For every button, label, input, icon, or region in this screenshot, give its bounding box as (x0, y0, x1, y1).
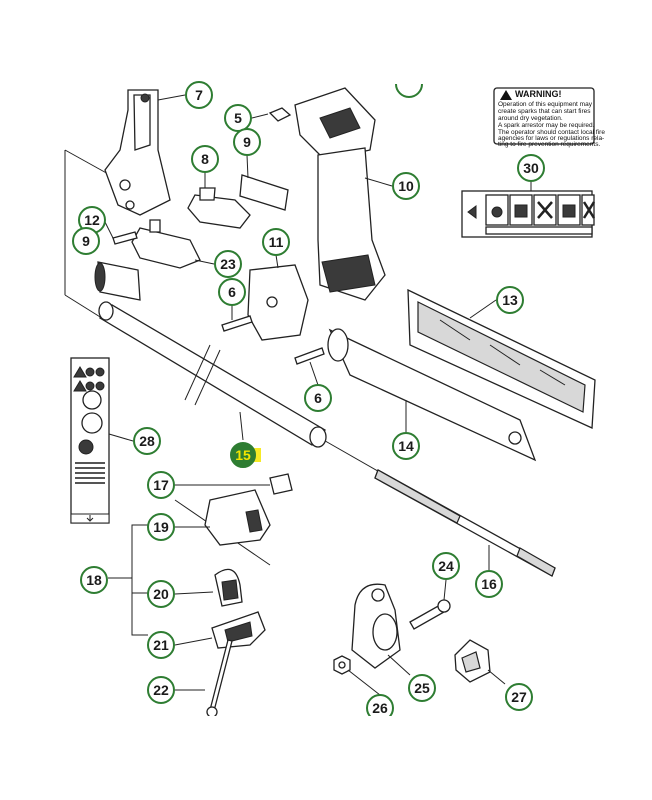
callout-7: 7 (185, 81, 213, 109)
callout-9: 9 (233, 128, 261, 156)
callout-label: 17 (153, 477, 169, 493)
callout-label: 18 (86, 572, 102, 588)
callout-27: 27 (505, 683, 533, 711)
part-9-clip (239, 174, 289, 211)
part-6-screw-a (221, 315, 253, 332)
callout-25: 25 (408, 674, 436, 702)
warning-line: agencies for laws or regulations rela- (498, 135, 604, 142)
callout-5: 5 (224, 104, 252, 132)
warning-line: around dry vegetation. (498, 115, 563, 122)
part-10-throttle-housing (294, 87, 386, 301)
callout-19: 19 (147, 513, 175, 541)
part-14-housing (327, 328, 537, 462)
callout-17: 17 (147, 471, 175, 499)
part-17-cap (269, 473, 293, 495)
part-25-mount (351, 583, 401, 669)
part-20-bracket (214, 568, 243, 607)
callouts: 7 5 9 8 10 12 9 11 23 6 13 6 14 28 15 17… (72, 81, 545, 722)
part-7-handle-bracket (104, 89, 171, 216)
leader-lines (104, 94, 532, 696)
part-30-decal (461, 190, 596, 238)
callout-9: 9 (72, 227, 100, 255)
warning-line: A spark arrestor may be required. (498, 122, 595, 129)
callout-10: 10 (392, 172, 420, 200)
callout-label: 6 (314, 390, 322, 406)
callout-label: 23 (220, 256, 236, 272)
part-21-clamp-half (211, 611, 266, 649)
callout-label: 11 (269, 234, 284, 250)
warning-line: Operation of this equipment may (498, 101, 593, 108)
callout-6: 6 (218, 278, 246, 306)
part-16-drive-shaft (374, 469, 556, 577)
part-12-screw (112, 231, 138, 245)
part-15-shaft-tube (98, 301, 327, 448)
part-18-bracket-lines (108, 524, 148, 636)
callout-18: 18 (80, 566, 108, 594)
callout-label: 7 (195, 87, 203, 103)
warning-line: create sparks that can start fires (498, 108, 591, 115)
callout-label: 12 (84, 212, 100, 228)
callout-15-highlighted: 15 (230, 442, 261, 468)
callout-label: 28 (139, 433, 155, 449)
callout-label: 9 (82, 233, 90, 249)
callout-label: 27 (511, 689, 527, 705)
callout-label: 30 (523, 160, 539, 176)
part-13-housing (407, 288, 596, 429)
callout-12: 12 (78, 206, 106, 234)
warning-line: The operator should contact local fire (498, 129, 605, 136)
warning-line: ting to fire prevention requirements. (498, 141, 600, 148)
callout-label: 26 (372, 700, 388, 716)
callout-label: 5 (234, 110, 242, 126)
callout-label: 8 (201, 151, 209, 167)
part-8-clamp (187, 187, 251, 229)
callout-label: 15 (235, 447, 251, 463)
part-22-bolt (206, 639, 233, 718)
callout-28: 28 (133, 427, 161, 455)
callout-24: 24 (432, 552, 460, 580)
callout-26: 26 (366, 694, 394, 722)
callout-8: 8 (191, 145, 219, 173)
callout-21: 21 (147, 631, 175, 659)
part-27-knob (454, 639, 491, 683)
part-23-clamp (131, 219, 201, 269)
callout-label: 21 (153, 637, 169, 653)
callout-16: 16 (475, 570, 503, 598)
warning-label: WARNING! Operation of this equipment may… (493, 87, 605, 148)
callout-13: 13 (496, 286, 524, 314)
part-24-bolt (409, 599, 451, 630)
callout-23: 23 (214, 250, 242, 278)
callout-14: 14 (392, 432, 420, 460)
callout-label: 19 (153, 519, 169, 535)
part-bushing (94, 261, 141, 301)
part-28-decal (70, 357, 110, 524)
callout-label: 16 (481, 576, 497, 592)
callout-label: 10 (398, 178, 414, 194)
callout-11: 11 (262, 228, 290, 256)
callout-label: 25 (414, 680, 430, 696)
callout-label: 9 (243, 134, 251, 150)
callout-label: 22 (153, 682, 169, 698)
callout-30: 30 (517, 154, 545, 182)
callout-label: 6 (228, 284, 236, 300)
warning-title: WARNING! (515, 89, 562, 99)
part-6-screw-b (294, 347, 325, 365)
callout-label: 20 (153, 586, 169, 602)
guide-lines (64, 149, 461, 566)
callout-22: 22 (147, 676, 175, 704)
callout-cropped (395, 83, 423, 98)
part-19-clamp (204, 489, 271, 546)
callout-label: 24 (438, 558, 454, 574)
part-11-grip (247, 264, 309, 341)
bottom-whitespace (0, 716, 652, 800)
callout-label: 13 (502, 292, 518, 308)
callout-20: 20 (147, 580, 175, 608)
part-5-nut (268, 107, 292, 122)
callout-6: 6 (304, 384, 332, 412)
part-26-nut (333, 655, 351, 675)
callout-label: 14 (398, 438, 414, 454)
